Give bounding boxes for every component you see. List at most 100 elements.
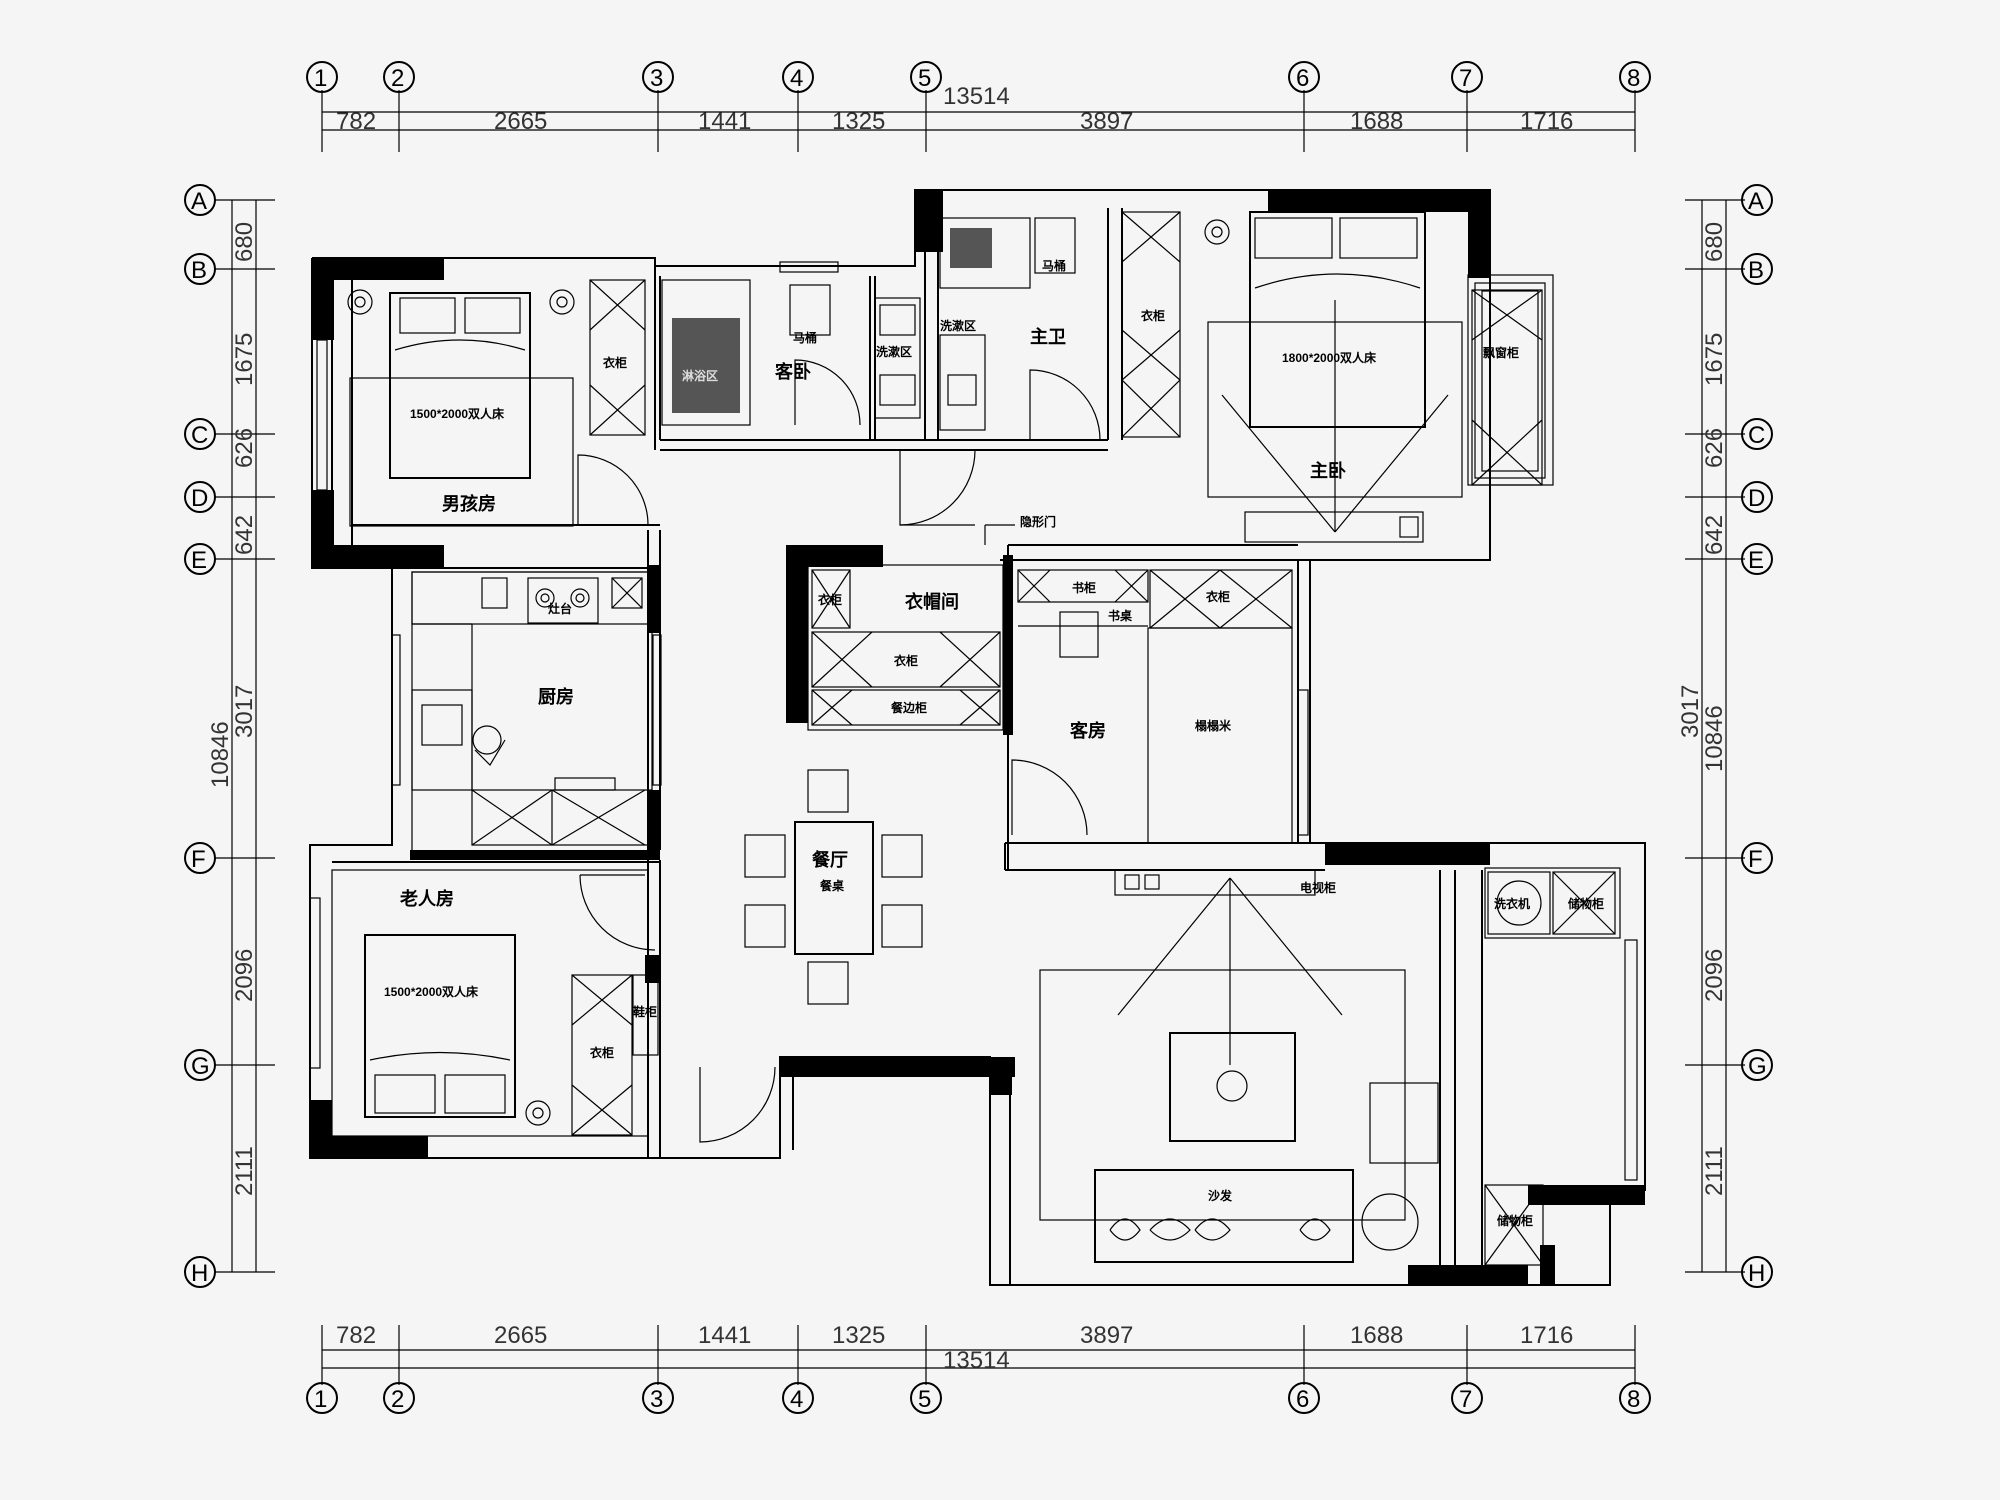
- dim-top-1: 782: [336, 108, 376, 135]
- room-label-master: 主卧: [1310, 460, 1346, 481]
- grid-col-4: 4: [790, 65, 803, 92]
- bookshelf: [1017, 569, 1149, 603]
- dim-top-2: 2665: [494, 108, 547, 135]
- right-grid-bubbles: A B C D E F G H: [1741, 184, 1773, 1288]
- label-storage: 储物柜: [1568, 896, 1604, 911]
- grid-row-a-right: A: [1748, 188, 1764, 215]
- toilet: [1034, 217, 1076, 274]
- dim-left-1: 680: [231, 222, 258, 262]
- door-swing[interactable]: [1029, 369, 1101, 441]
- dim-top-5: 3897: [1080, 108, 1133, 135]
- bottom-dimensions: 782 2665 1441 1325 3897 1688 1716 13514: [321, 1322, 1636, 1385]
- label-sofa: 沙发: [1208, 1188, 1233, 1203]
- grid-row-f: F: [191, 846, 206, 873]
- balcony: 洗衣机 储物柜 储物柜: [1484, 867, 1621, 1266]
- label-dining-table: 餐桌: [820, 878, 845, 893]
- master-bedroom: 衣柜 1800*2000双人床 主卧 飘窗柜 隐形门: [984, 211, 1543, 545]
- grid-row-g: G: [191, 1053, 210, 1080]
- door-swing[interactable]: [699, 1066, 776, 1143]
- dim-left-2: 1675: [231, 333, 258, 386]
- door-swing[interactable]: [794, 359, 861, 426]
- master-bath: 马桶 洗漱区 主卫: [939, 217, 1101, 441]
- label-washer: 洗衣机: [1494, 896, 1530, 911]
- right-dimensions: 680 1675 626 642 3017 2096 2111 10846: [1677, 199, 1745, 1273]
- dim-top-7: 1716: [1520, 108, 1573, 135]
- label-bay-cabinet: 飘窗柜: [1483, 345, 1519, 360]
- grid-col-1: 1: [314, 65, 327, 92]
- dim-bottom-3: 1441: [698, 1322, 751, 1349]
- armchair: [1369, 1082, 1439, 1164]
- shower-tray: [672, 318, 740, 413]
- dim-bottom-5: 3897: [1080, 1322, 1133, 1349]
- grid-col-7: 7: [1459, 65, 1472, 92]
- room-label-master-bath: 主卫: [1030, 326, 1066, 347]
- double-bed: [389, 292, 531, 479]
- shoe-cabinet: [632, 974, 659, 1056]
- dim-top-4: 1325: [832, 108, 885, 135]
- lamp-icon: [1204, 219, 1230, 245]
- room-label-boys: 男孩房: [442, 493, 496, 514]
- person-icon: [472, 725, 502, 755]
- grid-col-8: 8: [1627, 65, 1640, 92]
- kitchen: 灶台 厨房: [411, 571, 653, 853]
- dim-bottom-2: 2665: [494, 1322, 547, 1349]
- door-swing[interactable]: [579, 874, 656, 951]
- dim-left-6: 2096: [231, 949, 258, 1002]
- label-bed: 1500*2000双人床: [410, 406, 505, 421]
- label-bed-elder: 1500*2000双人床: [384, 984, 479, 999]
- grid-col-7-bottom: 7: [1459, 1386, 1472, 1413]
- lamp-icon: [347, 289, 373, 315]
- sideboard: [811, 689, 1001, 726]
- top-grid-bubbles: 1 2 3 4 5 6 7 8: [306, 61, 1651, 93]
- grid-row-d-right: D: [1748, 485, 1765, 512]
- dim-bottom-1: 782: [336, 1322, 376, 1349]
- label-wardrobe: 衣柜: [603, 355, 627, 370]
- label-wardrobe-guest: 衣柜: [1206, 589, 1230, 604]
- dim-top-total: 13514: [943, 83, 1010, 110]
- dim-bottom-6: 1688: [1350, 1322, 1403, 1349]
- wardrobe: [811, 631, 1001, 688]
- label-hidden-door: 隐形门: [1020, 514, 1056, 529]
- grid-col-2: 2: [391, 65, 404, 92]
- side-table: [1361, 1193, 1419, 1251]
- grid-col-3: 3: [650, 65, 663, 92]
- living-room: 电视柜 沙发: [1039, 869, 1439, 1263]
- grid-col-6: 6: [1296, 65, 1309, 92]
- double-bed: [364, 934, 516, 1118]
- dim-left-5: 3017: [231, 685, 258, 738]
- dim-bottom-4: 1325: [832, 1322, 885, 1349]
- lamp-icon: [549, 289, 575, 315]
- grid-row-b: B: [191, 257, 207, 284]
- boys-room: 衣柜 1500*2000双人床 男孩房: [347, 279, 649, 527]
- room-label-kitchen: 厨房: [538, 686, 574, 707]
- toilet: [789, 284, 831, 336]
- left-grid-bubbles: A B C D E F G H: [184, 184, 216, 1288]
- dim-right-2: 1675: [1701, 333, 1728, 386]
- label-tv-cabinet: 电视柜: [1300, 880, 1336, 895]
- grid-col-8-bottom: 8: [1627, 1386, 1640, 1413]
- guest-bath: 淋浴区 马桶 客卧 洗漱区: [661, 279, 976, 526]
- cloakroom: 衣柜 衣帽间 衣柜 餐边柜: [807, 564, 1004, 731]
- door-swing[interactable]: [899, 449, 976, 526]
- wardrobe: [571, 974, 633, 1136]
- grid-col-1-bottom: 1: [314, 1386, 327, 1413]
- door-swing[interactable]: [1011, 759, 1088, 836]
- dim-right-5: 3017: [1677, 685, 1704, 738]
- grid-col-2-bottom: 2: [391, 1386, 404, 1413]
- guest-room: 书柜 书桌 衣柜 榻榻米 客房: [1011, 569, 1293, 844]
- storage-cabinet: [1484, 1184, 1544, 1266]
- label-storage-2: 储物柜: [1497, 1213, 1533, 1228]
- door-swing[interactable]: [577, 454, 649, 526]
- room-label-elder: 老人房: [400, 888, 454, 909]
- label-bookshelf: 书柜: [1072, 580, 1096, 595]
- elder-room: 衣柜 鞋柜 1500*2000双人床 老人房: [331, 869, 659, 1137]
- dim-right-7: 2111: [1701, 1146, 1728, 1196]
- label-wardrobe-cloak: 衣柜: [818, 592, 842, 607]
- grid-row-h-right: H: [1748, 1260, 1765, 1287]
- washer: [1487, 871, 1551, 935]
- grid-col-5-bottom: 5: [918, 1386, 931, 1413]
- room-label-guest: 客房: [1070, 720, 1106, 741]
- label-wardrobe-master: 衣柜: [1141, 308, 1165, 323]
- storage-cabinet: [1552, 871, 1616, 935]
